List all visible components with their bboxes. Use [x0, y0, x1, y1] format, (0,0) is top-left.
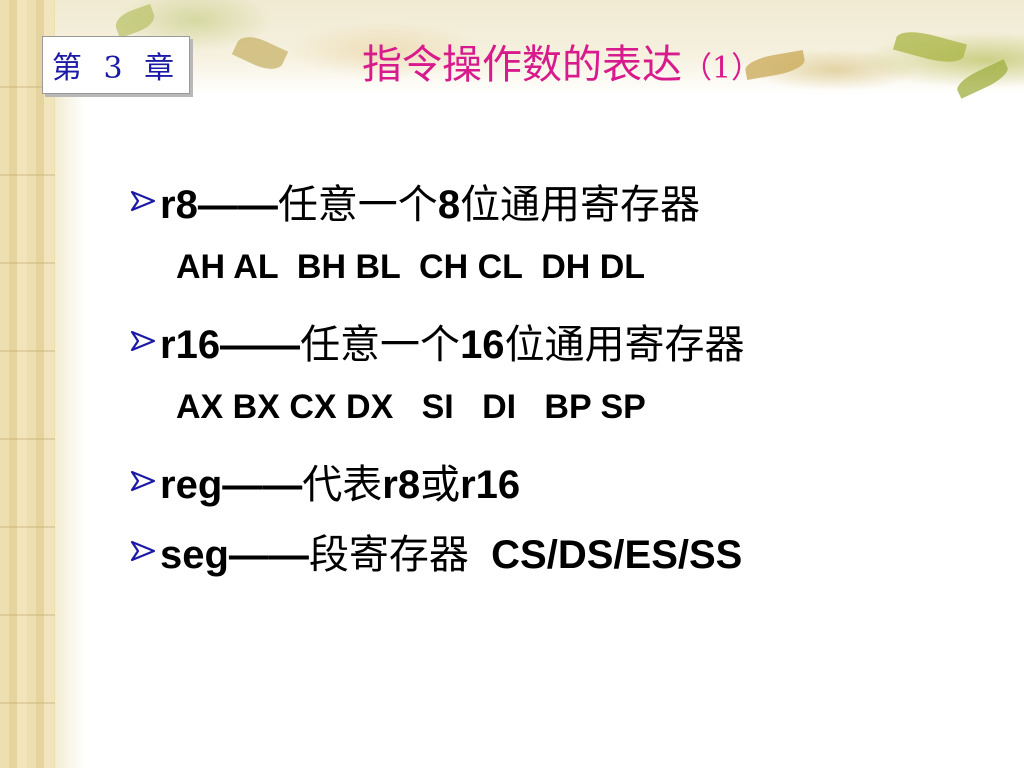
slide-title-text: 指令操作数的表达 [362, 42, 682, 88]
sub-item-text: AH AL BH BL CH CL DH DL [176, 248, 646, 286]
bullet-item-r8: r8——任意一个8位通用寄存器 [128, 168, 1008, 238]
decorative-top-banner [55, 0, 1024, 99]
bullet-text: r8——任意一个8位通用寄存器 [160, 182, 701, 228]
arrow-bullet-icon [130, 190, 156, 212]
bullet-item-r16: r16——任意一个16位通用寄存器 [128, 308, 1008, 378]
sub-item-8bit-registers: AH AL BH BL CH CL DH DL [128, 238, 1008, 308]
arrow-bullet-icon [130, 540, 156, 562]
sub-item-16bit-registers: AX BX CX DX SI DI BP SP [128, 378, 1008, 448]
decorative-left-strip [0, 0, 55, 768]
slide-title-suffix: （1） [682, 51, 762, 86]
bullet-text: seg——段寄存器 CS/DS/ES/SS [160, 532, 743, 578]
bullet-item-reg: reg——代表r8或r16 [128, 448, 1008, 518]
bullet-item-seg: seg——段寄存器 CS/DS/ES/SS [128, 518, 1008, 588]
chapter-label: 第 3 章 [51, 51, 181, 86]
sub-item-text: AX BX CX DX SI DI BP SP [176, 388, 646, 426]
decorative-left-fade [55, 0, 85, 768]
bullet-text: r16——任意一个16位通用寄存器 [160, 322, 745, 368]
bullet-text: reg——代表r8或r16 [160, 462, 521, 508]
chapter-badge: 第 3 章 [42, 36, 190, 94]
bullet-list: r8——任意一个8位通用寄存器 AH AL BH BL CH CL DH DL … [128, 168, 1008, 588]
arrow-bullet-icon [130, 330, 156, 352]
arrow-bullet-icon [130, 470, 156, 492]
slide-title: 指令操作数的表达（1） [362, 32, 761, 90]
